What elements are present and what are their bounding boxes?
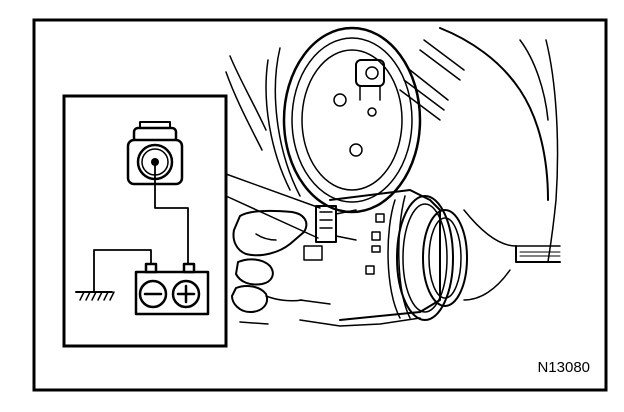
- figure-id: N13080: [537, 359, 590, 376]
- compressor-clutch-illustration: [225, 26, 561, 327]
- wire-ground: [93, 249, 152, 293]
- ground-icon: [75, 291, 115, 301]
- wire-positive: [154, 165, 189, 265]
- battery-icon: [134, 262, 210, 316]
- leader-line: [225, 173, 321, 239]
- hand-illustration: [231, 209, 308, 325]
- connector-icon: [126, 121, 184, 186]
- schematic-inset: [62, 94, 321, 348]
